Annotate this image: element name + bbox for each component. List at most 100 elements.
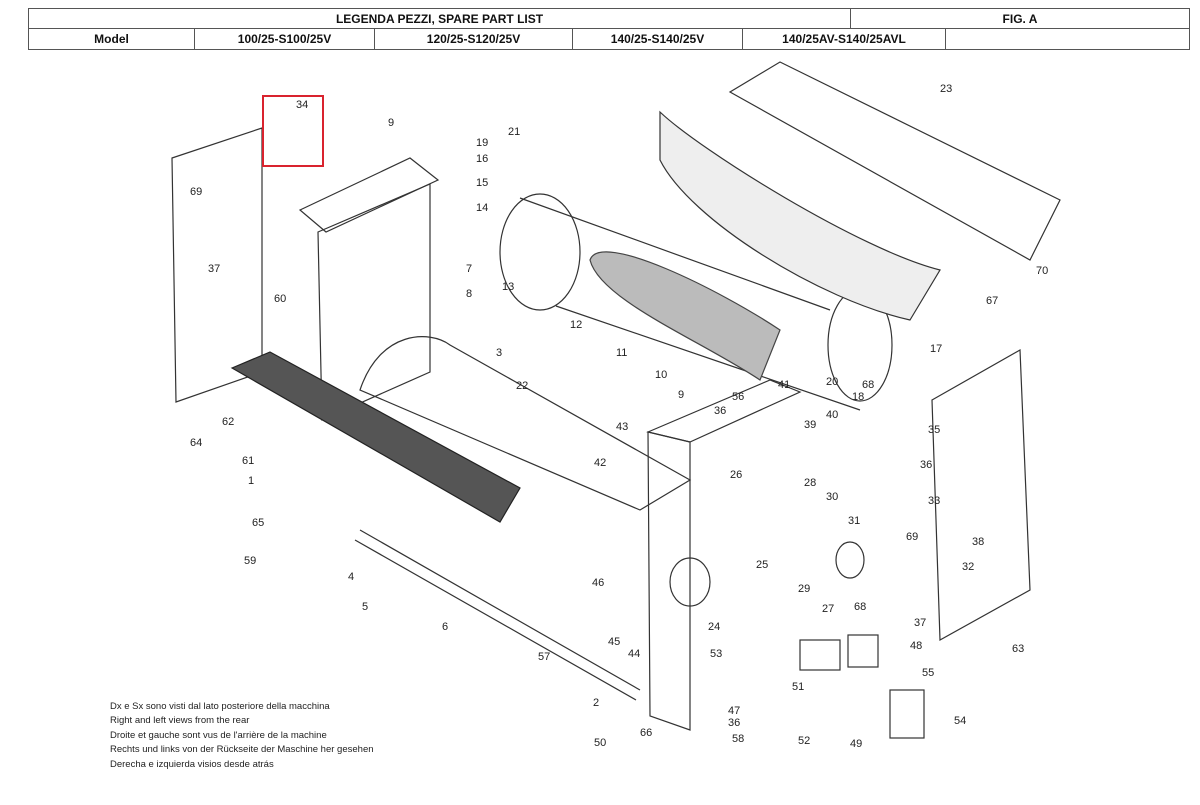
control-box-front-drawing — [647, 431, 691, 731]
part-number-label: 48 — [910, 640, 922, 652]
part-number-label: 16 — [476, 153, 488, 165]
model-cell: 120/25-S120/25V — [375, 29, 573, 49]
highlight-box-part-34 — [262, 95, 324, 167]
part-number-label: 69 — [906, 531, 918, 543]
part-number-label: 57 — [538, 651, 550, 663]
part-number-label: 18 — [852, 391, 864, 403]
model-cell: 140/25AV-S140/25AVL — [743, 29, 946, 49]
header-row-models: Model 100/25-S100/25V 120/25-S120/25V 14… — [29, 29, 1189, 49]
part-number-label: 26 — [730, 469, 742, 481]
part-number-label: 67 — [986, 295, 998, 307]
model-label: Model — [29, 29, 195, 49]
part-number-label: 43 — [616, 421, 628, 433]
part-number-label: 40 — [826, 409, 838, 421]
part-number-label: 61 — [242, 455, 254, 467]
part-number-label: 52 — [798, 735, 810, 747]
header-row-title: LEGENDA PEZZI, SPARE PART LIST FIG. A — [29, 9, 1189, 29]
part-number-label: 39 — [804, 419, 816, 431]
part-number-label: 36 — [714, 405, 726, 417]
part-number-label: 28 — [804, 477, 816, 489]
part-number-label: 38 — [972, 536, 984, 548]
part-number-label: 21 — [508, 126, 520, 138]
part-number-label: 55 — [922, 667, 934, 679]
part-number-label: 64 — [190, 437, 202, 449]
part-number-label: 27 — [822, 603, 834, 615]
relay-drawing — [799, 639, 841, 671]
trough-drawing — [359, 336, 692, 511]
note-line: Droite et gauche sont vus de l'arrière d… — [110, 729, 327, 741]
note-line: Rechts und links von der Rückseite der M… — [110, 744, 374, 756]
part-number-label: 46 — [592, 577, 604, 589]
part-number-label: 45 — [608, 636, 620, 648]
part-number-label: 59 — [244, 555, 256, 567]
part-number-label: 10 — [655, 369, 667, 381]
part-number-label: 42 — [594, 457, 606, 469]
part-number-label: 36 — [728, 717, 740, 729]
part-number-label: 6 — [442, 621, 448, 633]
part-number-label: 37 — [914, 617, 926, 629]
part-number-label: 11 — [616, 347, 627, 359]
part-number-label: 25 — [756, 559, 768, 571]
part-number-label: 36 — [920, 459, 932, 471]
mesh-cylinder-drawing — [589, 251, 781, 381]
part-number-label: 44 — [628, 648, 640, 660]
part-number-label: 33 — [928, 495, 940, 507]
part-number-label: 30 — [826, 491, 838, 503]
pulley-drawing — [835, 541, 865, 579]
part-number-label: 9 — [388, 117, 394, 129]
part-number-label: 23 — [940, 83, 952, 95]
model-cell-empty — [946, 29, 1189, 49]
part-number-label: 34 — [296, 99, 308, 111]
part-number-label: 17 — [930, 343, 942, 355]
part-number-label: 4 — [348, 571, 354, 583]
part-number-label: 68 — [854, 601, 866, 613]
part-number-label: 32 — [962, 561, 974, 573]
part-number-label: 47 — [728, 705, 740, 717]
right-panel-drawing — [931, 348, 1031, 642]
part-number-label: 19 — [476, 137, 488, 149]
part-number-label: 8 — [466, 288, 472, 300]
part-number-label: 63 — [1012, 643, 1024, 655]
part-number-label: 58 — [732, 733, 744, 745]
part-number-label: 62 — [222, 416, 234, 428]
part-number-label: 9 — [678, 389, 684, 401]
part-number-label: 50 — [594, 737, 606, 749]
part-number-label: 54 — [954, 715, 966, 727]
part-number-label: 35 — [928, 424, 940, 436]
part-number-label: 68 — [862, 379, 874, 391]
header-table: LEGENDA PEZZI, SPARE PART LIST FIG. A Mo… — [28, 8, 1190, 50]
part-number-label: 37 — [208, 263, 220, 275]
machine-drawing — [171, 61, 1061, 739]
part-number-label: 49 — [850, 738, 862, 750]
part-number-label: 66 — [640, 727, 652, 739]
motor-drawing — [669, 557, 711, 607]
part-number-label: 12 — [570, 319, 582, 331]
model-cell: 140/25-S140/25V — [573, 29, 743, 49]
figure-label: FIG. A — [1002, 11, 1038, 26]
part-number-label: 14 — [476, 202, 488, 214]
part-number-label: 20 — [826, 376, 838, 388]
brush-roller-drawing — [230, 351, 521, 523]
part-number-label: 31 — [848, 515, 860, 527]
sheet-title: LEGENDA PEZZI, SPARE PART LIST — [29, 9, 851, 28]
part-number-label: 69 — [190, 186, 202, 198]
part-number-label: 51 — [792, 681, 804, 693]
part-number-label: 29 — [798, 583, 810, 595]
part-number-label: 22 — [516, 380, 528, 392]
model-cell: 100/25-S100/25V — [195, 29, 375, 49]
base-rail-drawing — [354, 529, 641, 701]
part-number-label: 60 — [274, 293, 286, 305]
note-line: Right and left views from the rear — [110, 715, 250, 727]
note-line: Dx e Sx sono visti dal lato posteriore d… — [110, 701, 330, 712]
part-number-label: 53 — [710, 648, 722, 660]
view-note: Dx e Sx sono visti dal lato posteriore d… — [110, 700, 374, 772]
drum-body-drawing — [519, 197, 861, 411]
top-cover-drawing — [298, 157, 440, 233]
part-number-label: 65 — [252, 517, 264, 529]
left-frame-drawing — [317, 183, 431, 421]
part-number-label: 15 — [476, 177, 488, 189]
relay-2-drawing — [847, 634, 879, 668]
